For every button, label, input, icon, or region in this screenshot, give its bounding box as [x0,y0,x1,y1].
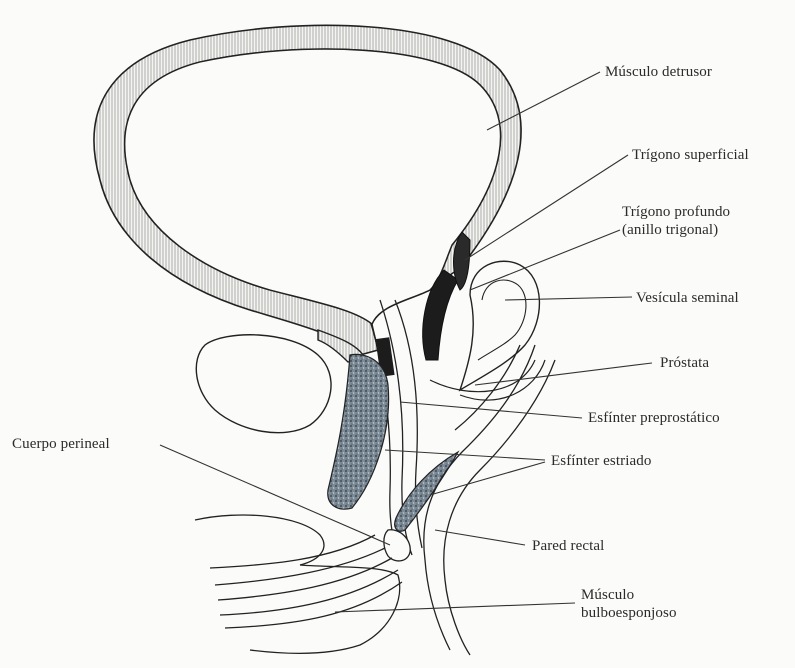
label-musculo-detrusor: Músculo detrusor [605,63,712,81]
pubic-bone [196,335,331,433]
label-trigono-profundo-line1: Trígono profundo [622,203,782,221]
striated-sphincter-anterior [328,354,389,509]
label-esfinter-preprostatico: Esfínter preprostático [588,409,720,427]
label-trigono-profundo: Trígono profundo (anillo trigonal) [622,203,782,239]
bulbospongiosus-lines [195,515,402,653]
label-cuerpo-perineal: Cuerpo perineal [12,435,110,453]
striated-sphincter-posterior [395,452,458,531]
label-esfinter-estriado: Esfínter estriado [551,452,651,470]
label-trigono-profundo-line2: (anillo trigonal) [622,221,782,239]
label-musculo-bulboesponjoso-line1: Músculo [581,586,741,604]
label-musculo-bulboesponjoso: Músculo bulboesponjoso [581,586,741,622]
label-vesicula-seminal: Vesícula seminal [636,289,739,307]
label-prostata: Próstata [660,354,709,372]
label-trigono-superficial: Trígono superficial [632,146,749,164]
label-musculo-bulboesponjoso-line2: bulboesponjoso [581,604,741,622]
label-pared-rectal: Pared rectal [532,537,604,555]
